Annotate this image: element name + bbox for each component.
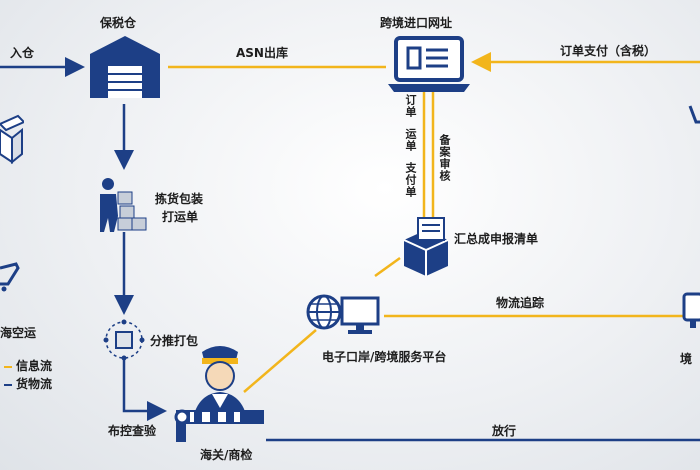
- waybill-label: 运单: [404, 128, 417, 152]
- legend-info-label: 信息流: [16, 359, 53, 373]
- warehouse-icon: [88, 34, 162, 104]
- package-icon: [0, 112, 26, 170]
- picking-label-line1: 拣货包装: [155, 192, 204, 206]
- sorting-label: 分推打包: [150, 334, 199, 348]
- release-label: 放行: [492, 424, 517, 438]
- control-inspection-label: 布控查验: [108, 424, 157, 438]
- order-label: 订单: [404, 94, 417, 118]
- inbound-label: 入仓: [10, 46, 35, 60]
- filing-review-label: 备案审核: [438, 134, 451, 182]
- picking-label-line2: 打运单: [162, 210, 199, 224]
- crossborder-site-label: 跨境进口网址: [380, 16, 453, 30]
- laptop-icon: [388, 36, 470, 98]
- edge-summary-eport: [374, 256, 401, 278]
- order-payment-label: 订单支付（含税）: [560, 44, 657, 58]
- customs-officer-icon: [172, 338, 268, 446]
- summary-declaration-label: 汇总成申报清单: [454, 232, 539, 246]
- legend-swatch-info: [4, 366, 12, 368]
- right-device-icon: [678, 292, 700, 336]
- logistics-tracking-label: 物流追踪: [496, 296, 545, 310]
- payment-slip-label: 支付单: [404, 162, 417, 198]
- right-top-partial-icon: [686, 104, 700, 132]
- e-port-label: 电子口岸/跨境服务平台: [322, 350, 447, 364]
- legend-swatch-goods: [4, 384, 12, 386]
- bonded-warehouse-label: 保税仓: [100, 16, 137, 30]
- globe-computer-icon: [306, 290, 382, 342]
- edge-eport-customs: [243, 329, 317, 393]
- air-sea-partial-label: 海空运: [0, 326, 37, 340]
- overseas-partial-label: 境: [680, 352, 693, 366]
- asn-outbound-label: ASN出库: [236, 46, 288, 60]
- legend-goods-label: 货物流: [16, 377, 53, 391]
- sorting-package-icon: [102, 318, 146, 366]
- cart-icon: [0, 262, 20, 296]
- declaration-box-icon: [396, 216, 456, 280]
- customs-label: 海关/商检: [200, 448, 253, 462]
- worker-boxes-icon: [96, 176, 148, 236]
- edge-sorting-control: [122, 360, 167, 421]
